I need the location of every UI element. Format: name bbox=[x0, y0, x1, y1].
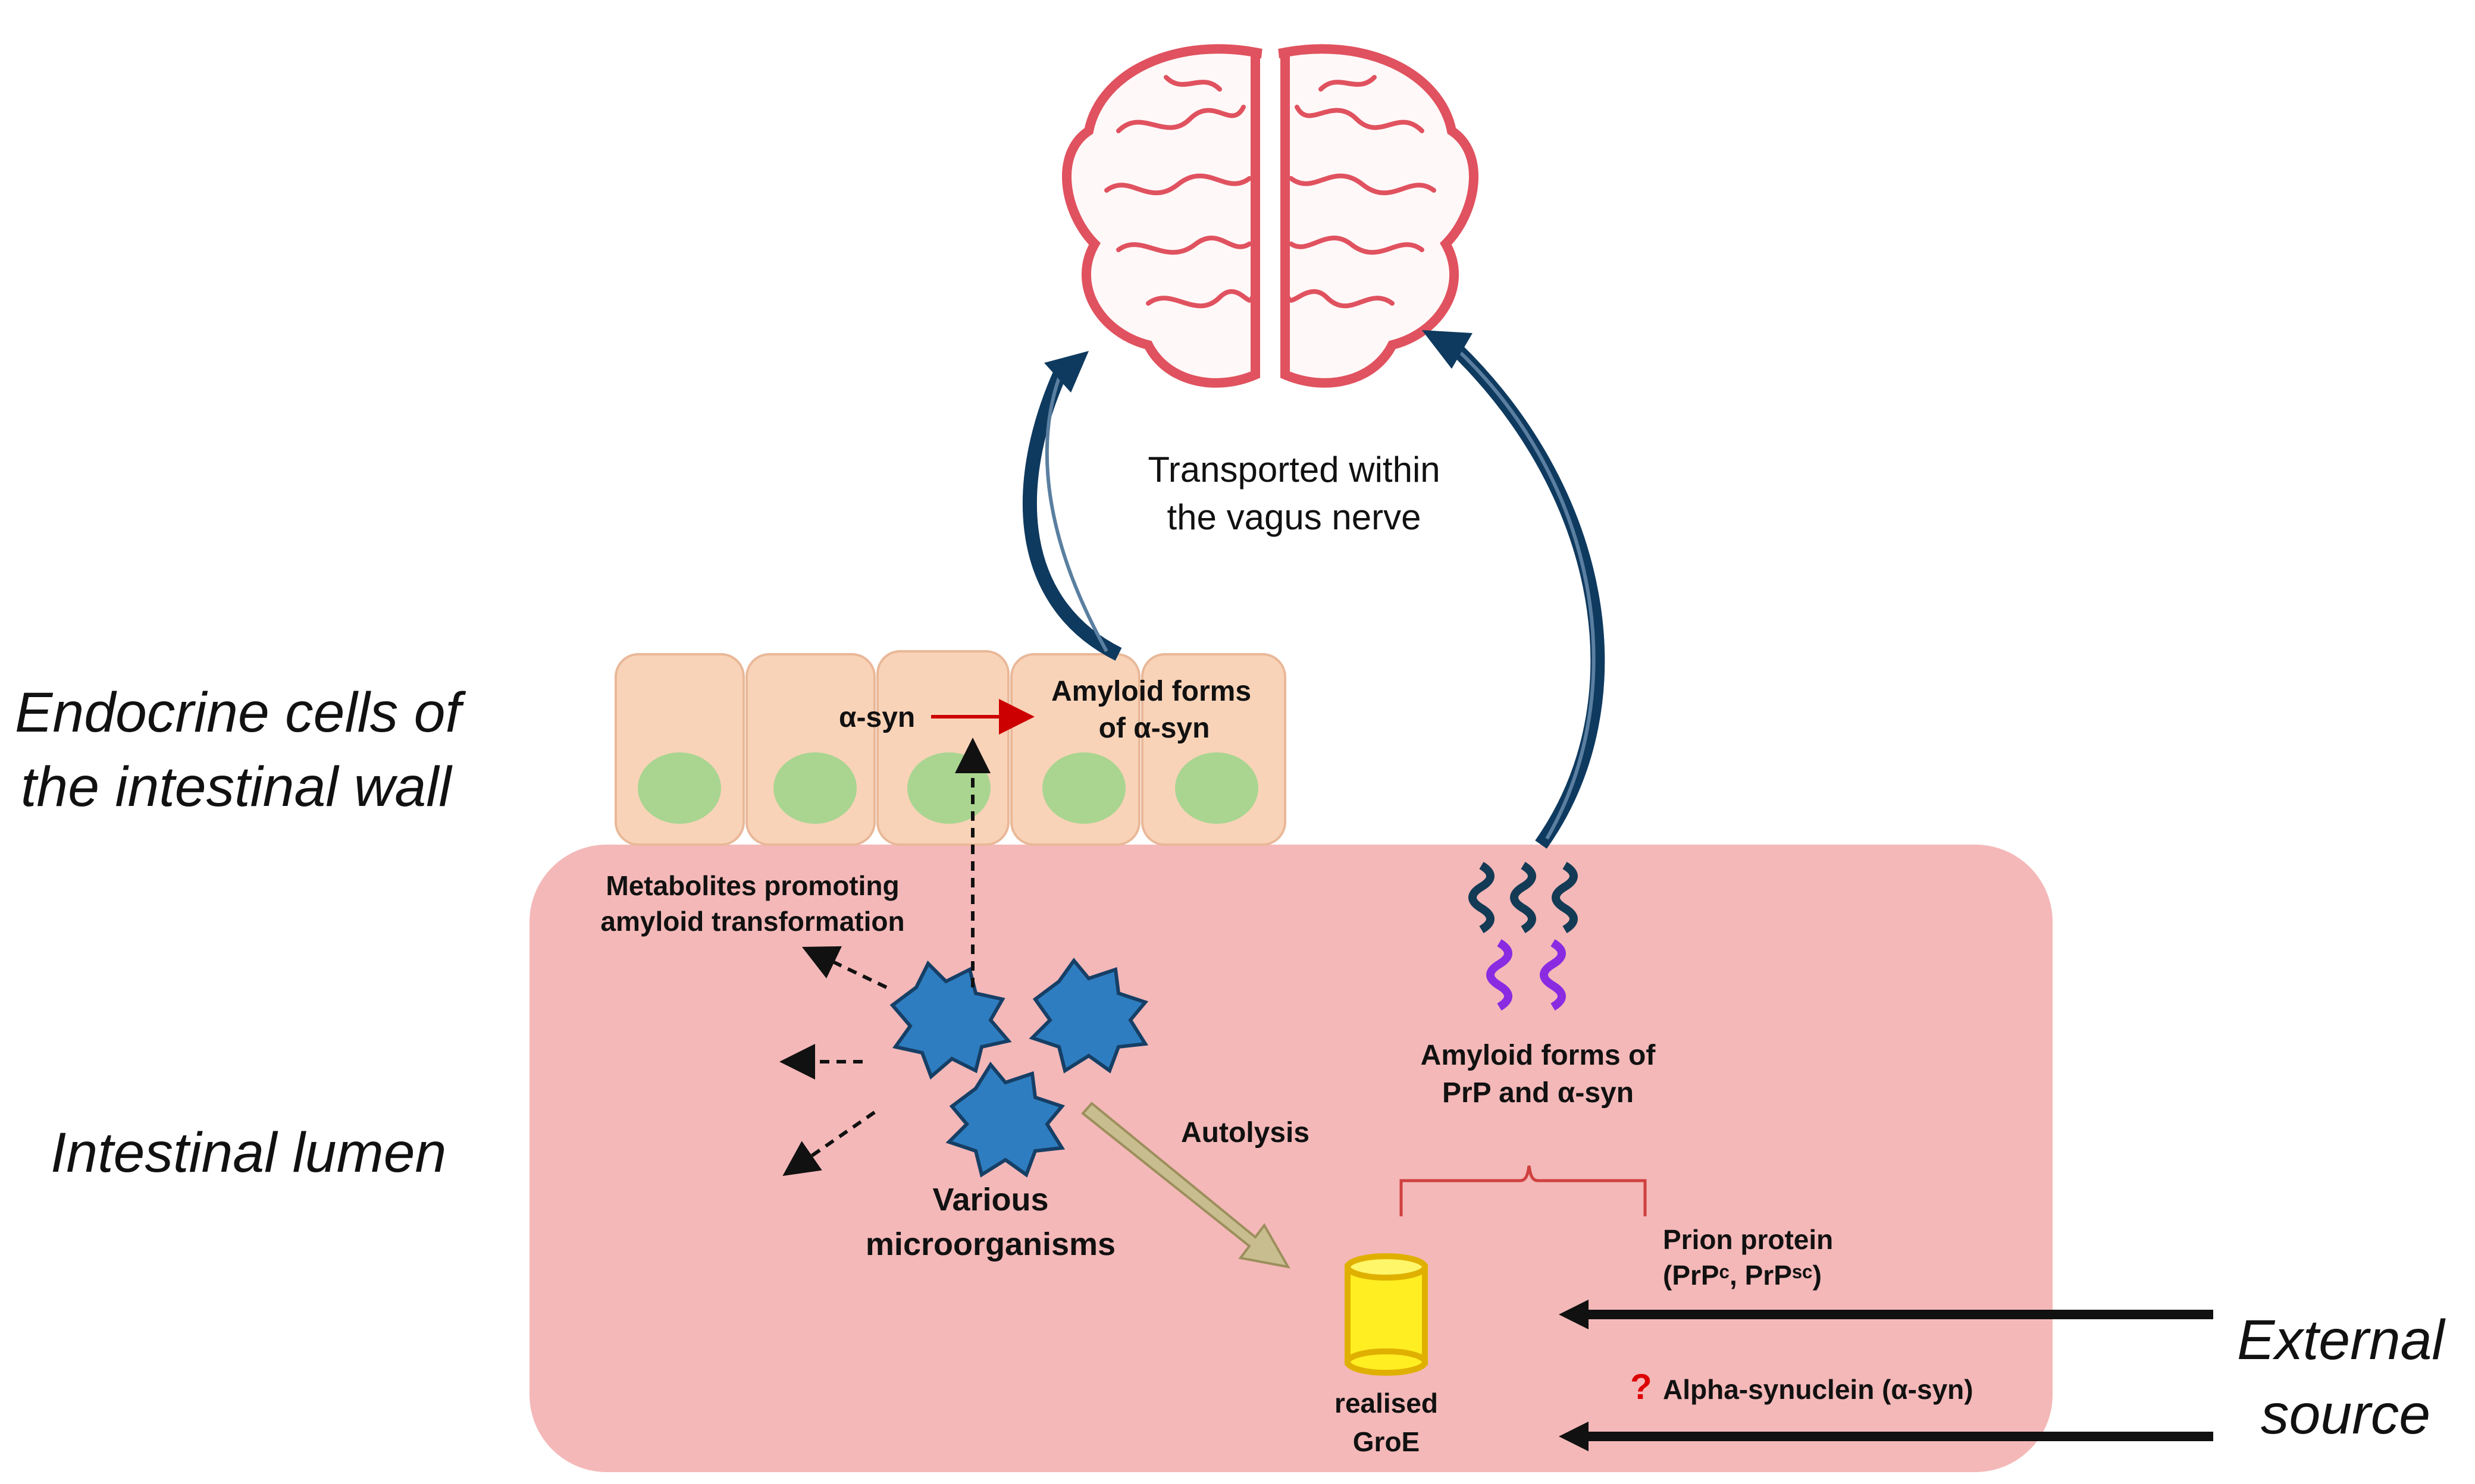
microbe-blob bbox=[1029, 958, 1149, 1074]
helix-purple bbox=[1540, 939, 1566, 1011]
grouping-bracket bbox=[1399, 1165, 1647, 1216]
groe-cylinder-icon bbox=[1345, 1253, 1428, 1376]
cell-nucleus bbox=[773, 752, 857, 824]
helix-dark bbox=[1468, 861, 1495, 934]
cell-amyloid-label-line1: Amyloid forms bbox=[1051, 676, 1251, 707]
metabolites-label-line1: Metabolites promoting bbox=[606, 870, 899, 901]
vagus-nerve-arrow-left bbox=[1022, 351, 1122, 661]
microorganisms-label-line2: microorganisms bbox=[866, 1226, 1116, 1262]
cell-nucleus bbox=[1042, 752, 1126, 824]
transport-label-line1: Transported within bbox=[1148, 450, 1440, 490]
unknown-source-question-mark: ? bbox=[1630, 1367, 1652, 1407]
cell-nucleus bbox=[638, 752, 721, 824]
autolysis-arrow bbox=[1081, 1102, 1290, 1269]
prion-label-line1: Prion protein bbox=[1663, 1224, 1833, 1255]
cell-nucleus bbox=[1175, 752, 1258, 824]
brain-illustration bbox=[1062, 44, 1478, 388]
metabolites-label-line2: amyloid transformation bbox=[600, 906, 904, 937]
endocrine-cell-row bbox=[615, 650, 1286, 846]
lumen-label: Intestinal lumen bbox=[51, 1121, 446, 1184]
microorganisms bbox=[889, 958, 1149, 1178]
alpha-synuclein-label: Alpha-synuclein (α-syn) bbox=[1663, 1374, 1973, 1405]
vagus-nerve-arrow-right bbox=[1422, 330, 1605, 849]
prp-amyloid-label-line1: Amyloid forms of bbox=[1421, 1040, 1656, 1071]
helix-dark bbox=[1510, 861, 1536, 934]
dashed-arrow-upleft bbox=[801, 946, 888, 989]
endocrine-label-line1: Endocrine cells of bbox=[15, 681, 466, 744]
microbe-blob bbox=[945, 1061, 1066, 1178]
prp-amyloid-label-line2: PrP and α-syn bbox=[1442, 1077, 1634, 1109]
microorganisms-label-line1: Various bbox=[932, 1182, 1048, 1218]
external-label-line2: source bbox=[2261, 1383, 2430, 1446]
external-source-arrows bbox=[1559, 1300, 2213, 1451]
cell-nucleus bbox=[907, 752, 991, 824]
groe-label-line1: realised bbox=[1334, 1388, 1438, 1419]
microbe-blob bbox=[889, 960, 1012, 1080]
transport-label-line2: the vagus nerve bbox=[1167, 497, 1421, 537]
helix-dark bbox=[1552, 861, 1578, 934]
amyloid-helices bbox=[1468, 861, 1578, 1011]
prion-label-line2: (PrPᶜ, PrPˢᶜ) bbox=[1663, 1260, 1822, 1291]
groe-label-line2: GroE bbox=[1353, 1426, 1420, 1457]
alpha-syn-label: α-syn bbox=[839, 702, 915, 733]
external-label-line1: External bbox=[2237, 1309, 2446, 1372]
helix-purple bbox=[1486, 939, 1512, 1011]
cell-amyloid-label-line2: of α-syn bbox=[1099, 713, 1210, 744]
metabolite-arrows bbox=[779, 738, 991, 1176]
autolysis-label: Autolysis bbox=[1181, 1117, 1309, 1149]
endocrine-label-line2: the intestinal wall bbox=[21, 755, 453, 818]
